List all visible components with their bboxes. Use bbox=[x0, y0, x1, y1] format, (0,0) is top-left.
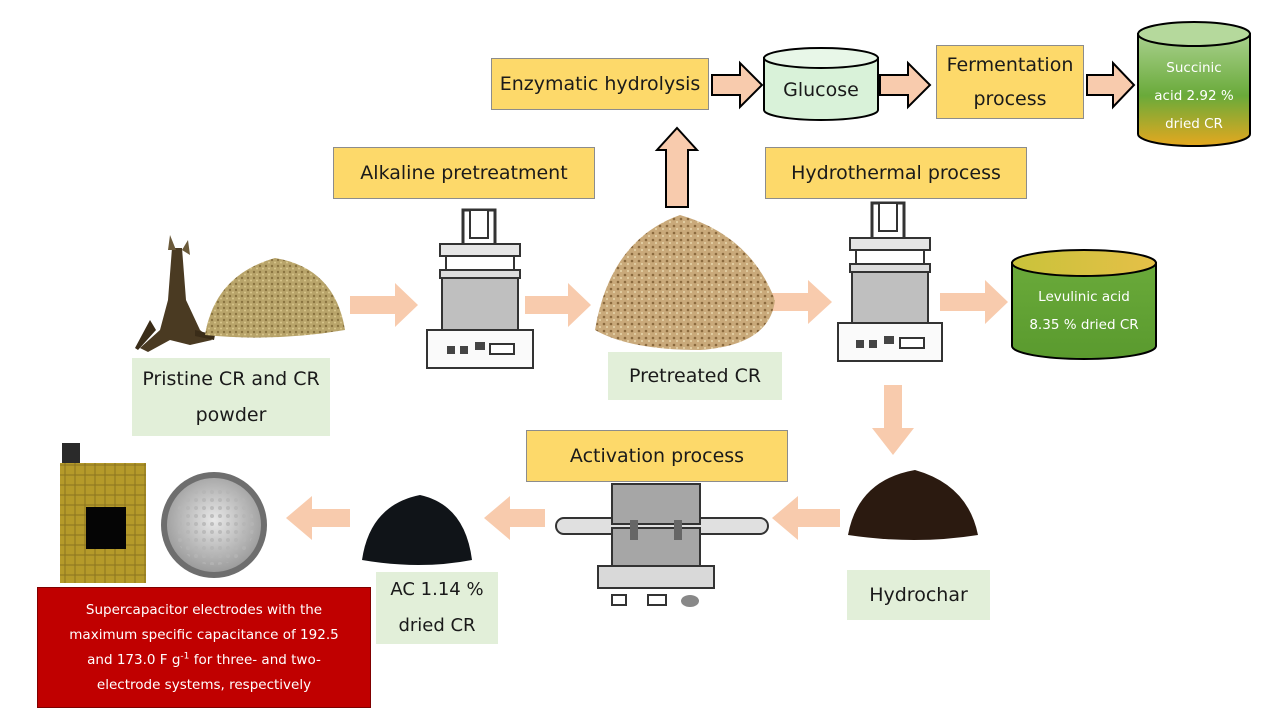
ac-text-line2: dried CR bbox=[398, 615, 476, 636]
succinic-text-line2: acid 2.92 % bbox=[1154, 88, 1234, 104]
pristine-text-line2: powder bbox=[195, 404, 267, 426]
levulinic-acid-cylinder bbox=[1011, 249, 1157, 360]
pristine-cr-label: Pristine CR and CR powder bbox=[132, 358, 330, 436]
succinic-text-line3: dried CR bbox=[1165, 116, 1223, 132]
pristine-cr-root-image bbox=[135, 235, 215, 352]
result-unit-superscript: -1 bbox=[180, 651, 190, 661]
hydrochar-label: Hydrochar bbox=[847, 570, 990, 620]
hydrothermal-process-label: Hydrothermal process bbox=[765, 147, 1027, 199]
result-text-line4: electrode systems, respectively bbox=[96, 676, 312, 693]
hydrothermal-process-text: Hydrothermal process bbox=[791, 162, 1001, 184]
result-text-line3: and 173.0 F g-1 for three- and two- bbox=[87, 648, 321, 673]
hydrochar-pile-image bbox=[848, 470, 978, 540]
alkaline-reactor-image bbox=[426, 208, 534, 369]
succinic-acid-label: Succinic acid 2.92 % dried CR bbox=[1138, 54, 1250, 138]
hydrothermal-reactor-image bbox=[837, 201, 943, 362]
arrow-reactor-down-to-hydrochar bbox=[872, 385, 914, 455]
arrow-furnace-to-ac bbox=[484, 496, 545, 540]
arrow-fermentation-to-succinic bbox=[1086, 60, 1136, 110]
tube-furnace-image bbox=[555, 483, 769, 607]
arrow-pretreated-to-hydro-reactor bbox=[768, 280, 832, 324]
fermentation-text-line1: Fermentation bbox=[946, 54, 1074, 76]
soft-arrows bbox=[286, 280, 1008, 540]
pretreated-cr-pile-image bbox=[595, 215, 775, 350]
glucose-cylinder bbox=[763, 47, 879, 121]
arrow-glucose-to-fermentation bbox=[879, 60, 932, 110]
succinic-acid-cylinder bbox=[1137, 21, 1251, 147]
supercapacitor-result-box: Supercapacitor electrodes with the maxim… bbox=[37, 587, 371, 708]
pristine-text-line1: Pristine CR and CR bbox=[142, 368, 320, 390]
arrow-enzymatic-to-glucose bbox=[711, 60, 764, 110]
hydrochar-text: Hydrochar bbox=[869, 584, 968, 606]
result-text-line1: Supercapacitor electrodes with the bbox=[85, 601, 323, 618]
ac-text-line1: AC 1.14 % bbox=[390, 579, 484, 600]
alkaline-pretreatment-text: Alkaline pretreatment bbox=[360, 162, 568, 184]
fermentation-text-line2: process bbox=[973, 88, 1047, 110]
arrow-hydro-reactor-to-levulinic bbox=[940, 280, 1008, 324]
glucose-label: Glucose bbox=[764, 68, 878, 112]
pretreated-cr-text: Pretreated CR bbox=[628, 365, 762, 387]
enzymatic-hydrolysis-label: Enzymatic hydrolysis bbox=[491, 58, 709, 110]
enzymatic-hydrolysis-text: Enzymatic hydrolysis bbox=[499, 73, 701, 95]
pretreated-cr-label: Pretreated CR bbox=[608, 352, 782, 400]
levulinic-text-line2: 8.35 % dried CR bbox=[1029, 317, 1139, 333]
succinic-text-line1: Succinic bbox=[1166, 60, 1222, 76]
activation-process-label: Activation process bbox=[526, 430, 788, 482]
electrode-and-coin-cell-image bbox=[60, 443, 267, 583]
arrow-hydrochar-to-furnace bbox=[772, 496, 840, 540]
arrow-pristine-to-reactor bbox=[350, 283, 418, 327]
pristine-cr-powder-image bbox=[205, 258, 345, 338]
glucose-text: Glucose bbox=[783, 79, 859, 101]
fermentation-process-label: Fermentation process bbox=[936, 45, 1084, 119]
result-text-line2: maximum specific capacitance of 192.5 bbox=[69, 626, 339, 643]
activated-carbon-pile-image bbox=[362, 495, 472, 565]
levulinic-acid-label: Levulinic acid 8.35 % dried CR bbox=[1012, 283, 1156, 339]
arrow-up-to-enzymatic bbox=[654, 126, 700, 208]
result-text-line3-start: and 173.0 F g bbox=[87, 651, 181, 668]
result-text-line3-end: for three- and two- bbox=[189, 651, 321, 668]
ac-yield-label: AC 1.14 % dried CR bbox=[376, 572, 498, 644]
activation-process-text: Activation process bbox=[569, 445, 745, 467]
alkaline-pretreatment-label: Alkaline pretreatment bbox=[333, 147, 595, 199]
arrow-ac-to-electrodes bbox=[286, 496, 350, 540]
arrow-reactor-to-pretreated bbox=[525, 283, 591, 327]
levulinic-text-line1: Levulinic acid bbox=[1038, 289, 1130, 305]
